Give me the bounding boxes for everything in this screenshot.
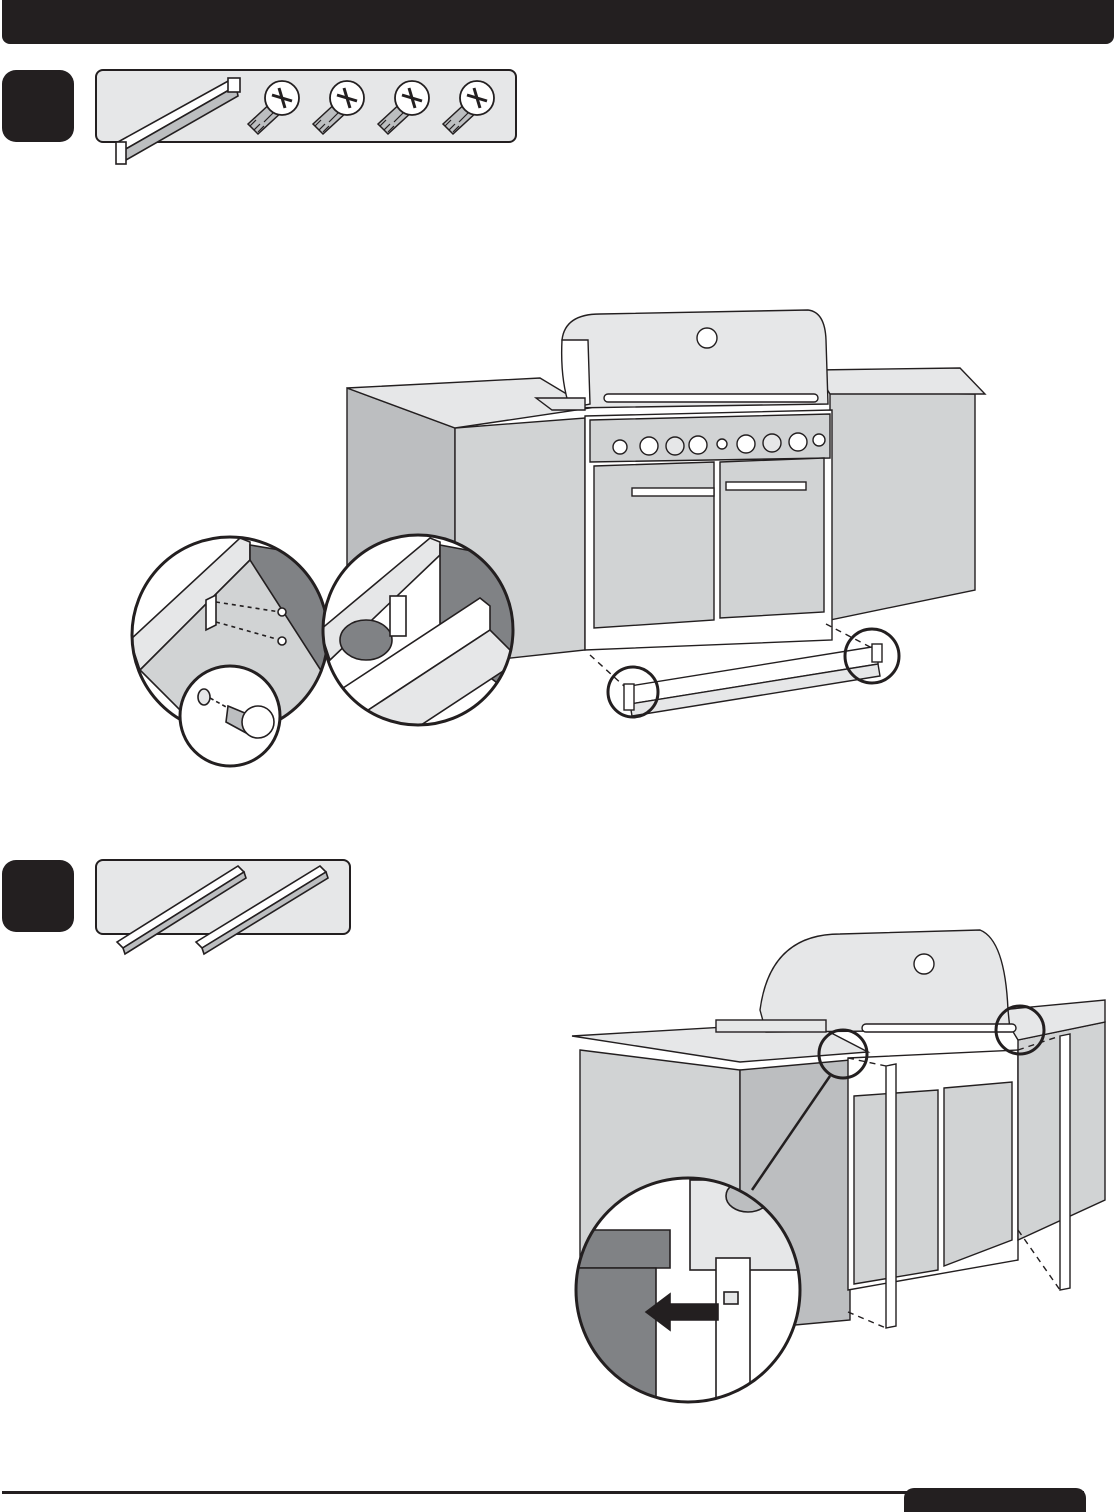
detail-view-caster-bracket: [320, 535, 520, 752]
detail-view-strip-insert: [576, 1178, 800, 1408]
footer-page-tab: [904, 1488, 1086, 1512]
crossbar-part-icon: [116, 78, 240, 164]
screw-icon: [313, 81, 364, 134]
screw-icon: [443, 81, 494, 134]
screw-icon: [248, 81, 299, 134]
screw-icon: [378, 81, 429, 134]
detail-view-screw: [180, 666, 280, 766]
